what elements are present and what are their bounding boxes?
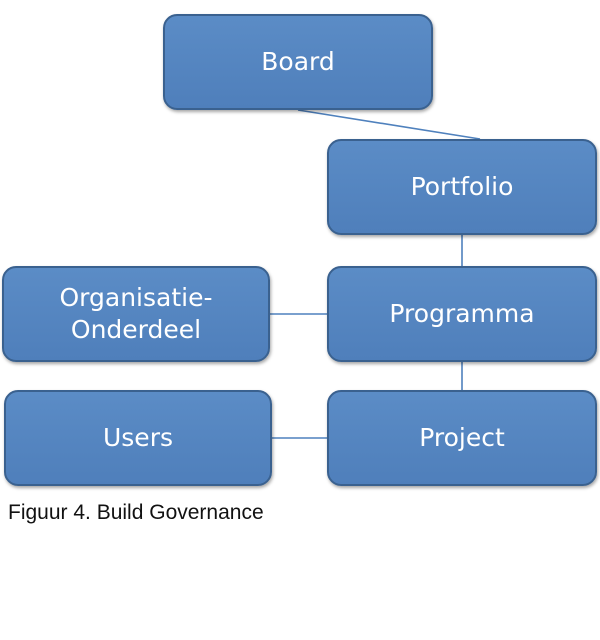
figure-caption: Figuur 4. Build Governance [8,501,264,524]
portfolio-box: Portfolio [327,139,597,235]
board-box: Board [163,14,433,110]
programma-box: Programma [327,266,597,362]
connector-board-portfolio [297,109,481,140]
users-box: Users [4,390,272,486]
organisatie-onderdeel-box: Organisatie- Onderdeel [2,266,270,362]
project-box: Project [327,390,597,486]
